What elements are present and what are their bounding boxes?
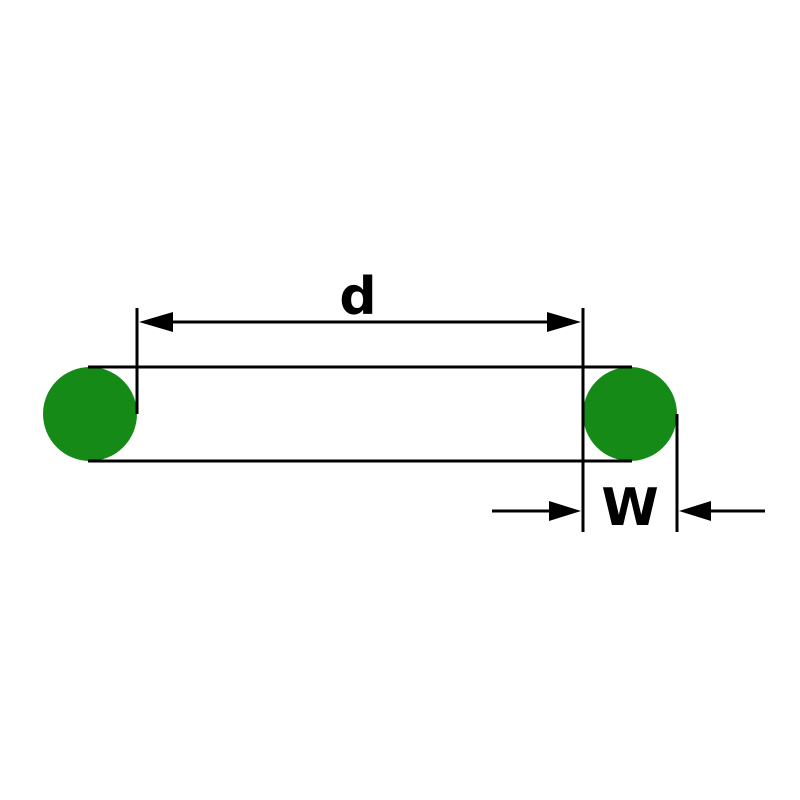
arrowhead-w-right [679,501,711,521]
arrowhead-d-right [547,312,581,332]
diagram-lines [88,308,765,532]
label-cross-section-w: W [601,478,658,538]
arrowhead-w-left [549,501,581,521]
oring-cross-section-left [43,367,137,461]
oring-cross-section-right [583,367,677,461]
diagram-arrowheads [139,312,711,521]
label-inner-diameter-d: d [339,267,376,327]
arrowhead-d-left [139,312,173,332]
